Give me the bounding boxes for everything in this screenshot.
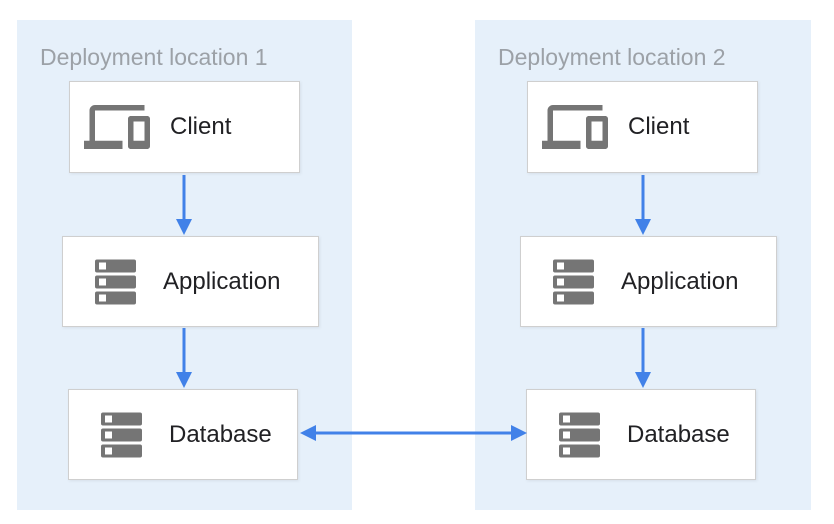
server-stack-icon xyxy=(95,259,136,304)
server-led xyxy=(105,447,112,454)
server-stack-icon xyxy=(553,259,594,304)
server-bar xyxy=(95,275,136,288)
server-bar xyxy=(553,259,594,272)
node-label: Database xyxy=(627,420,730,448)
node-label: Application xyxy=(621,267,739,295)
node-client-location-1: Client xyxy=(69,81,300,173)
server-led xyxy=(557,294,564,301)
server-led xyxy=(563,447,570,454)
server-bar xyxy=(95,259,136,272)
server-led xyxy=(563,431,570,438)
node-label: Client xyxy=(628,113,690,140)
server-bar xyxy=(553,275,594,288)
server-led xyxy=(563,415,570,422)
node-application-location-2: Application xyxy=(520,236,777,327)
server-bar xyxy=(95,291,136,304)
panel-title-location-2: Deployment location 2 xyxy=(498,44,726,70)
server-bar xyxy=(559,444,600,457)
devices-icon xyxy=(84,94,150,160)
server-led xyxy=(105,415,112,422)
server-bar xyxy=(559,412,600,425)
server-stack-icon xyxy=(101,412,142,457)
node-database-location-1: Database xyxy=(68,389,298,480)
server-led xyxy=(99,294,106,301)
server-bar xyxy=(559,428,600,441)
node-application-location-1: Application xyxy=(62,236,319,327)
server-bar xyxy=(101,428,142,441)
server-bar xyxy=(101,412,142,425)
node-label: Database xyxy=(169,420,272,448)
server-led xyxy=(99,278,106,285)
node-client-location-2: Client xyxy=(527,81,758,173)
deployment-location-2-panel: Deployment location 2 Client Application xyxy=(475,20,811,510)
node-label: Client xyxy=(170,113,232,140)
server-led xyxy=(105,431,112,438)
devices-icon xyxy=(542,94,608,160)
node-label: Application xyxy=(163,267,281,295)
server-led xyxy=(557,262,564,269)
panel-title-location-1: Deployment location 1 xyxy=(40,44,268,70)
server-led xyxy=(99,262,106,269)
deployment-location-1-panel: Deployment location 1 Client Application xyxy=(17,20,352,510)
server-bar xyxy=(101,444,142,457)
server-led xyxy=(557,278,564,285)
server-bar xyxy=(553,291,594,304)
server-stack-icon xyxy=(559,412,600,457)
node-database-location-2: Database xyxy=(526,389,756,480)
